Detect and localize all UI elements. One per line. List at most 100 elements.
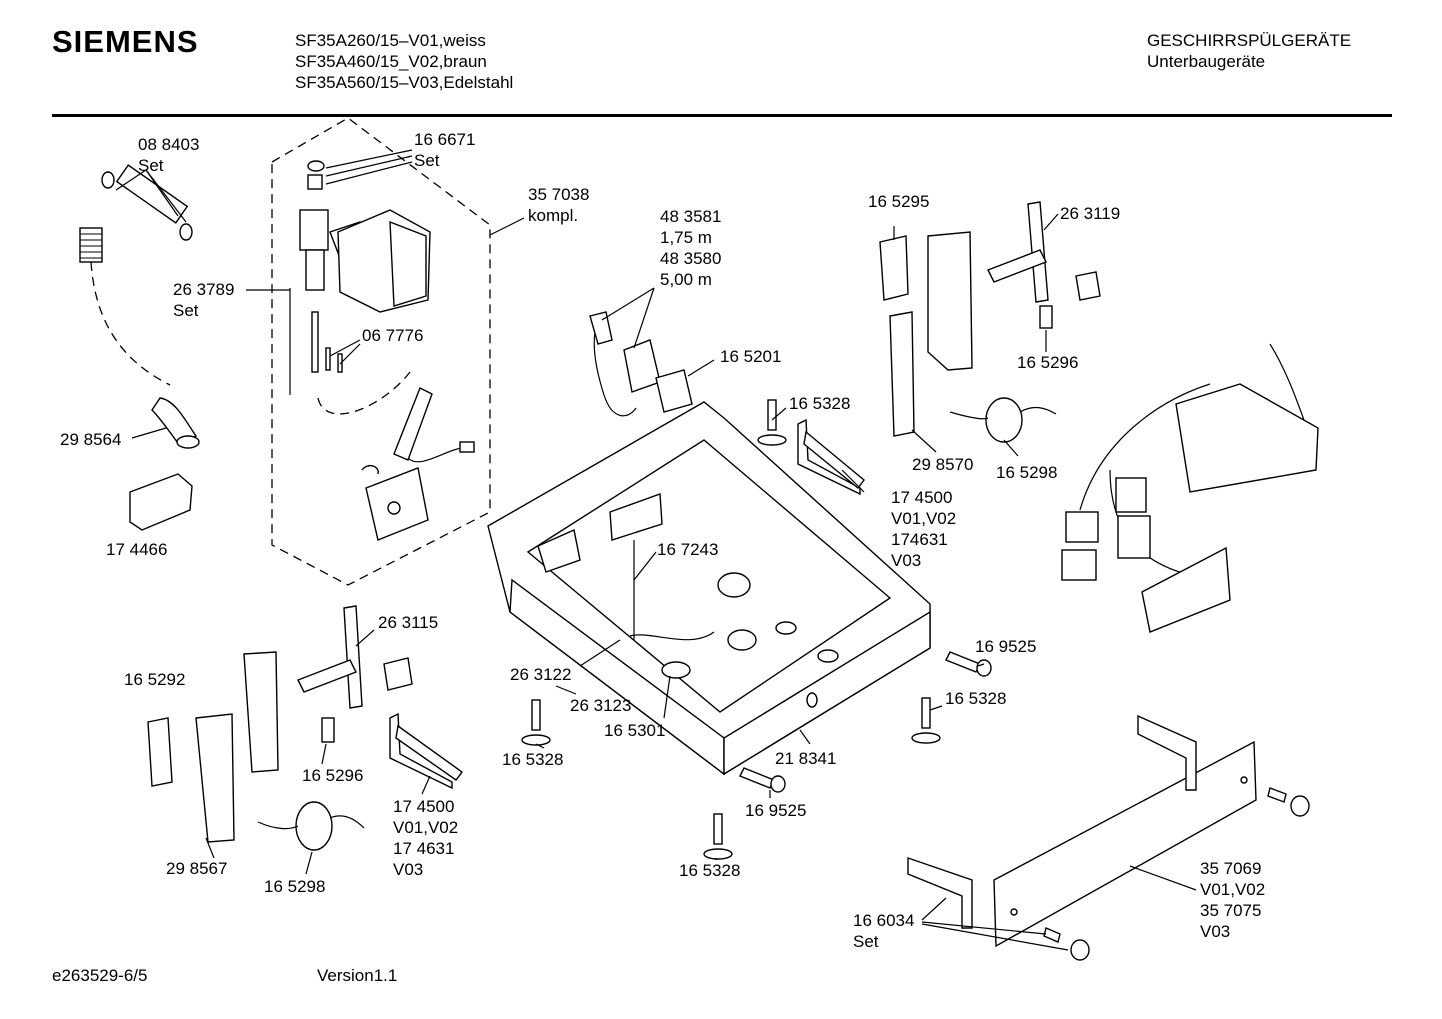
model-line: SF35A260/15–V01,weiss — [295, 31, 486, 50]
part-label-263123: 26 3123 — [570, 695, 631, 716]
part-label-483581: 48 3581 1,75 m 48 3580 5,00 m — [660, 206, 721, 290]
part-number: 16 5296 — [302, 766, 364, 785]
adjustable-foot-part — [703, 813, 733, 860]
part-note: Set — [173, 301, 199, 320]
part-label-166034: 16 6034 Set — [853, 910, 914, 952]
part-number: 16 5301 — [604, 721, 666, 740]
part-number: 17 4500 — [891, 488, 953, 507]
part-number: 06 7776 — [362, 326, 424, 345]
hinge-bracket-part — [147, 651, 279, 843]
model-list: SF35A260/15–V01,weiss SF35A460/15_V02,br… — [295, 30, 513, 93]
hinge-lever-part — [297, 605, 413, 743]
part-label-298564: 29 8564 — [60, 429, 121, 450]
part-number: 174631 — [891, 530, 948, 549]
model-line: SF35A560/15–V03,Edelstahl — [295, 73, 514, 92]
part-note: V03 — [393, 860, 424, 879]
corrugated-hose-part — [151, 397, 200, 449]
cap-screw-part — [1043, 787, 1310, 961]
bracket-174466-part — [129, 473, 193, 531]
part-number: 16 5296 — [1017, 353, 1079, 372]
adjustable-foot-part — [911, 697, 941, 744]
part-number: 17 4631 — [393, 839, 455, 858]
part-note: V03 — [891, 551, 922, 570]
hose-clamp-set-part — [101, 164, 193, 241]
part-label-174466: 17 4466 — [106, 539, 167, 560]
part-label-165328: 16 5328 — [945, 688, 1006, 709]
panel-bracket-part — [907, 714, 1197, 929]
part-number: 16 5201 — [720, 347, 782, 366]
adjustable-foot-part — [521, 699, 551, 746]
category-title: GESCHIRRSPÜLGERÄTE Unterbaugeräte — [1147, 30, 1351, 72]
screw-part — [739, 767, 786, 793]
part-number: 35 7075 — [1200, 901, 1262, 920]
part-note: V01,V02 — [1200, 880, 1266, 899]
part-label-165298: 16 5298 — [996, 462, 1057, 483]
part-label-166671: 16 6671 Set — [414, 129, 475, 171]
part-number: 26 3123 — [570, 696, 632, 715]
part-label-263115: 26 3115 — [378, 612, 438, 633]
part-number: 35 7069 — [1200, 859, 1262, 878]
part-number: 35 7038 — [528, 185, 590, 204]
part-note: kompl. — [528, 206, 579, 225]
part-label-169525: 16 9525 — [975, 636, 1036, 657]
part-label-357069: 35 7069 V01,V02 35 7075 V03 — [1200, 858, 1265, 942]
wire-harness-part — [1061, 343, 1319, 633]
part-number: 16 5328 — [789, 394, 851, 413]
part-note: Set — [138, 156, 164, 175]
part-label-165328: 16 5328 — [679, 860, 740, 881]
sensor-bracket-part — [361, 464, 429, 541]
part-label-167243: 16 7243 — [657, 539, 718, 560]
part-number: 16 5295 — [868, 192, 930, 211]
part-number: 16 5328 — [945, 689, 1007, 708]
part-label-263122: 26 3122 — [510, 664, 571, 685]
part-label-165201: 16 5201 — [720, 346, 781, 367]
part-number: 16 9525 — [975, 637, 1037, 656]
part-number: 16 5292 — [124, 670, 186, 689]
part-number: 48 3580 — [660, 249, 722, 268]
door-cable-pulley-part — [257, 801, 365, 851]
assembly-outline — [271, 117, 491, 586]
hinge-spring-part — [389, 712, 463, 790]
part-label-088403: 08 8403 Set — [138, 134, 199, 176]
part-number: 16 9525 — [745, 801, 807, 820]
part-number: 16 7243 — [657, 540, 719, 559]
part-number: 26 3122 — [510, 665, 572, 684]
part-label-218341: 21 8341 — [775, 748, 836, 769]
document-id: e263529-6/5 — [52, 966, 148, 985]
adjustable-foot-part — [757, 399, 787, 446]
kick-panel-part — [993, 740, 1257, 948]
part-note: V03 — [1200, 922, 1231, 941]
screw-part — [945, 651, 992, 677]
part-label-165292: 16 5292 — [124, 669, 185, 690]
part-number: 26 3115 — [378, 613, 439, 632]
part-note: Set — [414, 151, 440, 170]
part-number: 08 8403 — [138, 135, 200, 154]
part-label-165298: 16 5298 — [264, 876, 325, 897]
part-number: 16 5298 — [996, 463, 1058, 482]
part-number: 17 4466 — [106, 540, 168, 559]
part-number: 26 3119 — [1060, 204, 1121, 223]
part-note: 1,75 m — [660, 228, 712, 247]
door-cable-pulley-part — [949, 397, 1057, 443]
part-label-174500: 17 4500 V01,V02 17 4631 V03 — [393, 796, 458, 880]
part-note: 5,00 m — [660, 270, 712, 289]
part-number: 17 4500 — [393, 797, 455, 816]
part-label-298570: 29 8570 — [912, 454, 973, 475]
leader-lines — [115, 149, 1197, 951]
version-label: Version1.1 — [317, 966, 398, 985]
sensor-cable-part — [317, 371, 475, 463]
category-line: Unterbaugeräte — [1147, 52, 1266, 71]
part-label-067776: 06 7776 — [362, 325, 423, 346]
power-cable-part — [589, 311, 693, 417]
part-number: 29 8570 — [912, 455, 974, 474]
part-number: 29 8567 — [166, 859, 228, 878]
hinge-lever-part — [987, 201, 1101, 329]
part-number: 48 3581 — [660, 207, 722, 226]
model-line: SF35A460/15_V02,braun — [295, 52, 487, 71]
part-number: 16 6671 — [414, 130, 476, 149]
part-number: 29 8564 — [60, 430, 122, 449]
part-label-169525: 16 9525 — [745, 800, 806, 821]
category-line: GESCHIRRSPÜLGERÄTE — [1147, 31, 1352, 50]
hinge-bracket-part — [879, 231, 973, 437]
